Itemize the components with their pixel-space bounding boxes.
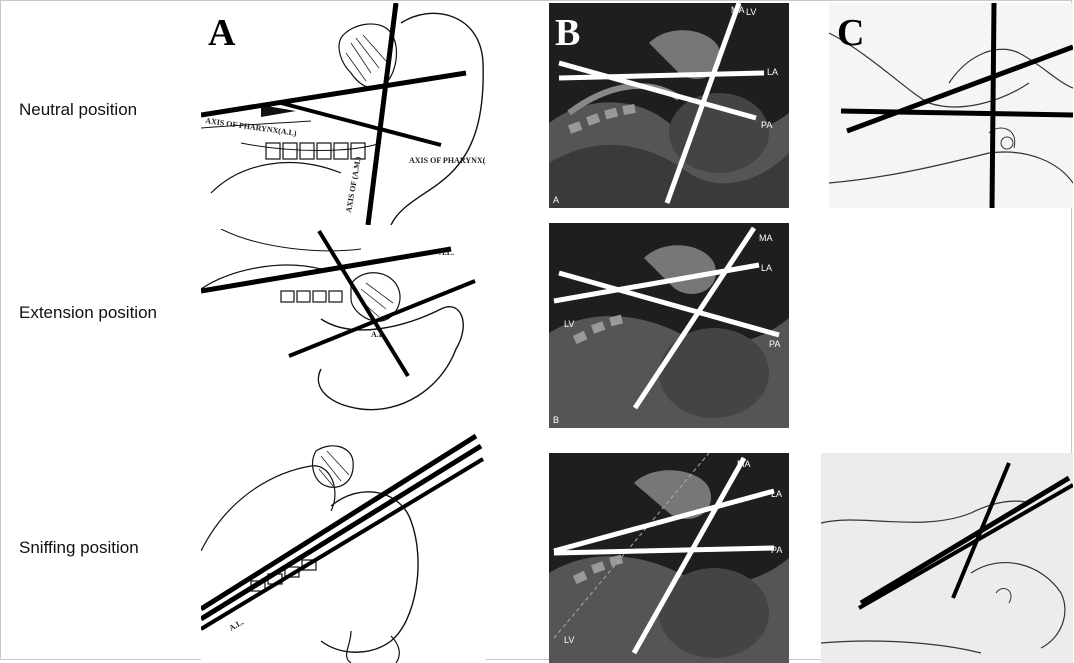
panel-a-sniffing: A.L. <box>201 431 486 663</box>
mri-label-la-3: LA <box>771 489 782 499</box>
drawing-neutral: AXIS OF PHARYNX(A.L) AXIS OF PHARYNX(A.P… <box>201 3 486 225</box>
panel-c-neutral <box>829 3 1073 208</box>
row-label-neutral: Neutral position <box>19 100 137 120</box>
sketch-sniffing <box>821 453 1073 663</box>
mri-label-ma-1: MA <box>731 5 745 15</box>
panel-a-extension: A.L. A.P. <box>201 229 486 419</box>
drawing-sniffing: A.L. <box>201 431 486 663</box>
panel-b-sniffing: MA LA PA LV <box>549 453 789 663</box>
mri-label-pa-1: PA <box>761 120 772 130</box>
mri-label-pa-3: PA <box>771 545 782 555</box>
mri-label-pa-2: PA <box>769 339 780 349</box>
sketch-neutral <box>829 3 1073 208</box>
label-al-sniffing: A.L. <box>228 617 246 632</box>
panel-b-neutral: MA LV LA PA A <box>549 3 789 208</box>
label-axis-am: AXIS OF (A.M.) <box>344 156 363 214</box>
mri-label-ma-3: MA <box>737 459 751 469</box>
mri-neutral: MA LV LA PA A <box>549 3 789 208</box>
label-axis-ap: AXIS OF PHARYNX(A.P) <box>409 156 486 165</box>
mri-label-lv-1: LV <box>746 7 756 17</box>
column-letter-a: A <box>208 11 235 55</box>
row-label-extension: Extension position <box>19 303 157 323</box>
panel-a-neutral: AXIS OF PHARYNX(A.L) AXIS OF PHARYNX(A.P… <box>201 3 486 225</box>
column-letter-b: B <box>555 11 580 55</box>
mri-label-lv-2: LV <box>564 319 574 329</box>
mri-label-la-1: LA <box>767 67 778 77</box>
mri-label-la-2: LA <box>761 263 772 273</box>
row-label-sniffing: Sniffing position <box>19 538 139 558</box>
label-al-extension: A.L. <box>439 248 454 257</box>
mri-sniffing: MA LA PA LV <box>549 453 789 663</box>
mri-label-lv-3: LV <box>564 635 574 645</box>
panel-c-sniffing <box>821 453 1073 663</box>
mri-panel-a: A <box>553 195 559 205</box>
mri-panel-b: B <box>553 415 559 425</box>
mri-extension: MA LA LV PA B <box>549 223 789 428</box>
panel-b-extension: MA LA LV PA B <box>549 223 789 428</box>
label-ap-extension: A.P. <box>371 330 385 339</box>
drawing-extension: A.L. A.P. <box>201 229 486 419</box>
mri-label-ma-2: MA <box>759 233 773 243</box>
column-letter-c: C <box>837 11 864 55</box>
